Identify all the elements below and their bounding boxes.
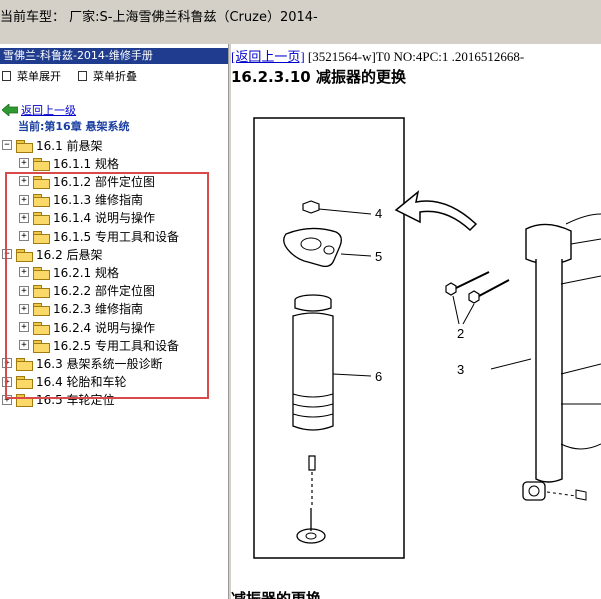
tree-item[interactable]: − 16.2 后悬架	[2, 245, 103, 263]
shock-absorber-figure: 4 5 6	[253, 117, 601, 559]
expand-toggle-icon[interactable]: +	[19, 231, 29, 241]
folder-icon	[33, 157, 50, 171]
tree-item-label: 16.3 悬架系统一般诊断	[36, 356, 163, 371]
folder-icon	[33, 266, 50, 280]
upper-bolts-part	[445, 271, 510, 325]
expand-toggle-icon[interactable]: +	[19, 212, 29, 223]
tree-item[interactable]: +16.1.5 专用工具和设备	[19, 227, 179, 245]
tree-item[interactable]: +16.2.1 规格	[19, 263, 119, 281]
manual-title: 雪佛兰-科鲁兹-2014-维修手册	[0, 48, 228, 64]
tree-item[interactable]: +16.1.1 规格	[19, 154, 119, 172]
expand-toggle-icon[interactable]: +	[19, 176, 29, 187]
back-link-label: 返回上一级	[21, 104, 76, 117]
tree-item-label: 16.1 前悬架	[36, 138, 103, 153]
folder-icon	[33, 339, 50, 353]
tree-item-label: 16.1.4 说明与操作	[53, 211, 155, 226]
tree-item[interactable]: +16.2.3 维修指南	[19, 300, 143, 318]
folder-icon	[33, 285, 50, 299]
folder-icon	[33, 303, 50, 317]
expand-toggle-icon[interactable]: +	[2, 376, 12, 387]
expand-toggle-icon[interactable]: +	[19, 158, 29, 169]
folder-icon	[16, 376, 33, 390]
bottom-title: 减振器的更换	[231, 590, 322, 599]
expand-toggle-icon[interactable]: +	[19, 267, 29, 278]
collapse-menu-button[interactable]: 菜单折叠	[78, 68, 137, 84]
tree-item-label: 16.2.4 说明与操作	[53, 320, 155, 335]
folder-icon	[33, 212, 50, 226]
tree-item-label: 16.2.2 部件定位图	[53, 284, 155, 299]
expand-menu-label: 菜单展开	[17, 70, 61, 83]
collapse-toggle-icon[interactable]: −	[2, 140, 12, 150]
tree-item[interactable]: +16.2.4 说明与操作	[19, 318, 155, 336]
callout-5: 5	[375, 249, 382, 264]
back-link[interactable]: 返回上一级	[1, 102, 76, 118]
folder-icon	[33, 175, 50, 189]
callout-2: 2	[457, 326, 464, 341]
dust-boot-part	[292, 294, 372, 431]
back-page-link[interactable]: [返回上一页]	[231, 49, 305, 64]
tree-item[interactable]: +16.3 悬架系统一般诊断	[2, 354, 163, 372]
sidebar: 雪佛兰-科鲁兹-2014-维修手册 菜单展开 菜单折叠 返回上一级 当前:第16…	[0, 44, 228, 599]
tree-item-label: 16.2 后悬架	[36, 247, 103, 262]
back-arrow-icon	[1, 103, 19, 117]
folder-icon	[33, 194, 50, 208]
tree-item-label: 16.2.3 维修指南	[53, 302, 143, 317]
doc-header: [返回上一页] [3521564-w]T0 NO:4PC:1 .20165126…	[231, 46, 524, 65]
expand-toggle-icon[interactable]: +	[19, 303, 29, 314]
tree-item-label: 16.1.3 维修指南	[53, 193, 143, 208]
installed-shock-absorber	[490, 213, 601, 501]
callout-4: 4	[375, 206, 382, 221]
nut-part	[302, 200, 372, 215]
tree-item[interactable]: +16.2.5 专用工具和设备	[19, 336, 179, 354]
section-title: 16.2.3.10 减振器的更换	[231, 68, 406, 86]
expand-toggle-icon[interactable]: +	[19, 322, 29, 332]
parts-box	[253, 117, 405, 559]
tree-item[interactable]: +16.1.2 部件定位图	[19, 172, 155, 190]
upper-mount-part	[283, 227, 372, 268]
tree-item[interactable]: +16.1.4 说明与操作	[19, 209, 155, 227]
folder-icon	[16, 357, 33, 371]
collapse-menu-label: 菜单折叠	[93, 70, 137, 83]
title-bar: 当前车型： 厂家:S-上海雪佛兰科鲁兹（Cruze）2014-	[0, 0, 601, 45]
expand-toggle-icon[interactable]: +	[19, 285, 29, 296]
callout-3: 3	[457, 362, 464, 377]
tree-item-label: 16.2.1 规格	[53, 265, 119, 280]
tree-item-label: 16.1.5 专用工具和设备	[53, 229, 179, 244]
folder-icon	[16, 139, 33, 153]
folder-icon	[16, 248, 33, 262]
tree-item-label: 16.1.2 部件定位图	[53, 174, 155, 189]
bottom-bolt-part	[296, 455, 326, 544]
folder-icon	[16, 394, 33, 408]
tree-item[interactable]: − 16.1 前悬架	[2, 136, 103, 154]
tree-item-label: 16.5 车轮定位	[36, 393, 115, 408]
content-pane: [返回上一页] [3521564-w]T0 NO:4PC:1 .20165126…	[231, 44, 601, 599]
tree-item-label: 16.2.5 专用工具和设备	[53, 338, 179, 353]
folder-icon	[33, 230, 50, 244]
expand-menu-button[interactable]: 菜单展开	[2, 68, 61, 84]
tree-item[interactable]: +16.4 轮胎和车轮	[2, 373, 127, 391]
window-title: 当前车型： 厂家:S-上海雪佛兰科鲁兹（Cruze）2014-	[0, 10, 318, 25]
tree-item[interactable]: +16.1.3 维修指南	[19, 191, 143, 209]
expand-toggle-icon[interactable]: +	[2, 394, 12, 405]
tree-item-label: 16.1.1 规格	[53, 156, 119, 171]
folder-icon	[33, 321, 50, 335]
tree-item-label: 16.4 轮胎和车轮	[36, 375, 127, 390]
callout-6: 6	[375, 369, 382, 384]
expand-toggle-icon[interactable]: +	[19, 340, 29, 351]
current-chapter: 当前:第16章 悬架系统	[18, 120, 130, 133]
doc-info: [3521564-w]T0 NO:4PC:1 .2016512668-	[304, 49, 525, 64]
removal-arrow	[394, 190, 478, 232]
tree-item[interactable]: +16.5 车轮定位	[2, 391, 115, 409]
expand-icon	[2, 71, 11, 81]
collapse-icon	[78, 71, 87, 81]
tree-item[interactable]: +16.2.2 部件定位图	[19, 282, 155, 300]
expand-toggle-icon[interactable]: +	[2, 358, 12, 369]
collapse-toggle-icon[interactable]: −	[2, 249, 12, 260]
expand-toggle-icon[interactable]: +	[19, 194, 29, 205]
